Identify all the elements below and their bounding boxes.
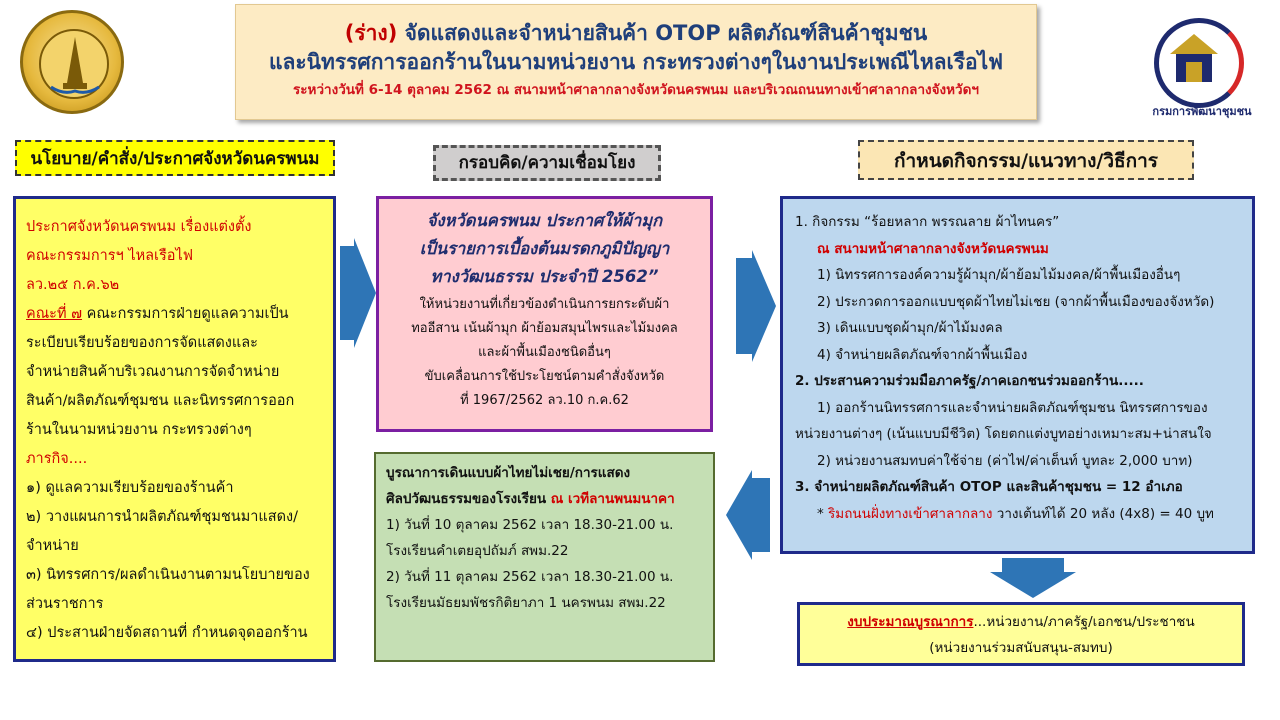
activity-box: 1. กิจกรรม “ร้อยหลาก พรรณลาย ผ้าไทนคร” ณ… bbox=[780, 196, 1255, 554]
activity-venue: ณ สนามหน้าศาลากลางจังหวัดนครพนม bbox=[817, 240, 1049, 257]
framework-detail: ให้หน่วยงานที่เกี่ยวข้องดำเนินการยกระดับ… bbox=[379, 293, 710, 413]
policy-line-text: คณะกรรมการฝ่ายดูแลความเป็น bbox=[82, 306, 289, 322]
title-banner: (ร่าง) จัดแสดงและจำหน่ายสินค้า OTOP ผลิต… bbox=[235, 4, 1037, 120]
framework-detail-line: ขับเคลื่อนการใช้ประโยชน์ตามคำสั่งจังหวัด bbox=[424, 369, 665, 384]
event-title: ศิลปวัฒนธรรมของโรงเรียน ณ เวทีลานพนมนาคา bbox=[386, 486, 703, 512]
activity-note: * ริมถนนฝั่งทางเข้าศาลากลาง วางเต้นท์ได้… bbox=[795, 501, 1242, 528]
budget-partners: ...หน่วยงาน/ภาครัฐ/เอกชน/ประชาชน bbox=[973, 614, 1195, 630]
framework-column-heading: กรอบคิด/ความเชื่อมโยง bbox=[433, 145, 661, 181]
cdd-logo: กรมการพัฒนาชุมชน bbox=[1140, 18, 1264, 118]
activity-sub-item-cont: หน่วยงานต่างๆ (เน้นแบบมีชีวิต) โดยตกแต่ง… bbox=[795, 426, 1212, 442]
activity-sub-item: 2) ประกวดการออกแบบชุดผ้าไทยไม่เชย (จากผ้… bbox=[817, 293, 1215, 310]
arrow-right-icon bbox=[736, 250, 776, 362]
event-title-text: ศิลปวัฒนธรรมของโรงเรียน bbox=[386, 491, 551, 507]
event-line: 1) วันที่ 10 ตุลาคม 2562 เวลา 18.30-21.0… bbox=[386, 517, 674, 533]
budget-line: งบประมาณบูรณาการ...หน่วยงาน/ภาครัฐ/เอกชน… bbox=[800, 609, 1242, 635]
arrow-left-icon bbox=[726, 470, 770, 560]
event-title: บูรณาการเดินแบบผ้าไทยไม่เชย/การแสดง bbox=[386, 465, 631, 481]
policy-line: ลว.๒๕ ก.ค.๖๒ bbox=[26, 277, 120, 293]
committee-number: คณะที่ ๗ bbox=[26, 306, 83, 322]
activity-item-1: 1. กิจกรรม “ร้อยหลาก พรรณลาย ผ้าไทนคร” bbox=[795, 214, 1060, 230]
event-line: โรงเรียนมัธยมพัชรกิติยาภา 1 นครพนม สพม.2… bbox=[386, 595, 666, 611]
policy-line: ๓) นิทรรศการ/ผลดำเนินงานตามนโยบายของ bbox=[26, 567, 310, 583]
activity-column-heading: กำหนดกิจกรรม/แนวทาง/วิธีการ bbox=[858, 140, 1194, 180]
policy-line: จำหน่ายสินค้าบริเวณงานการจัดจำหน่าย bbox=[26, 364, 280, 380]
note-star: * bbox=[817, 505, 829, 522]
activity-sub-item: 3) เดินแบบชุดผ้ามุก/ผ้าไม้มงคล bbox=[817, 320, 1003, 336]
house-icon bbox=[1170, 34, 1218, 82]
activity-sub-item: 2) หน่วยงานสมทบค่าใช้จ่าย (ค่าไฟ/ค่าเต็น… bbox=[817, 452, 1193, 469]
framework-headline: เป็นรายการเบื้องต้นมรดกภูมิปัญญา bbox=[419, 239, 670, 258]
framework-detail-line: ให้หน่วยงานที่เกี่ยวข้องดำเนินการยกระดับ… bbox=[419, 297, 670, 312]
policy-line: คณะกรรมการฯ ไหลเรือไฟ bbox=[26, 248, 194, 264]
note-text: วางเต้นท์ได้ 20 หลัง (4x8) = 40 บูท bbox=[992, 505, 1214, 522]
policy-line: ๔) ประสานฝ่ายจัดสถานที่ กำหนดจุดออกร้าน bbox=[26, 625, 308, 641]
framework-detail-line: ทออีสาน เน้นผ้ามุก ผ้าย้อมสมุนไพรและไม้ม… bbox=[411, 321, 678, 336]
activity-sub-item: 1) นิทรรศการองค์ความรู้ผ้ามุก/ผ้าย้อมไม้… bbox=[817, 267, 1181, 283]
framework-headline: จังหวัดนครพนม ประกาศให้ผ้ามุก bbox=[426, 211, 663, 230]
title-line-1: (ร่าง) จัดแสดงและจำหน่ายสินค้า OTOP ผลิต… bbox=[236, 19, 1036, 47]
policy-box: ประกาศจังหวัดนครพนม เรื่องแต่งตั้ง คณะกร… bbox=[13, 196, 336, 662]
mission-heading: ภารกิจ.... bbox=[26, 451, 88, 467]
title-text-1: จัดแสดงและจำหน่ายสินค้า OTOP ผลิตภัณฑ์สิ… bbox=[404, 21, 928, 45]
policy-line: สินค้า/ผลิตภัณฑ์ชุมชน และนิทรรศการออก bbox=[26, 393, 295, 409]
event-line: 2) วันที่ 11 ตุลาคม 2562 เวลา 18.30-21.0… bbox=[386, 569, 674, 585]
event-date-subtitle: ระหว่างวันที่ 6-14 ตุลาคม 2562 ณ สนามหน้… bbox=[293, 82, 979, 98]
arrow-right-icon bbox=[340, 238, 376, 348]
activity-sub-item: 4) จำหน่ายผลิตภัณฑ์จากผ้าพื้นเมือง bbox=[817, 346, 1028, 363]
framework-headline: ทางวัฒนธรรม ประจำปี 2562” bbox=[430, 267, 659, 286]
arrow-down-icon bbox=[990, 558, 1076, 598]
policy-line: ร้านในนามหน่วยงาน กระทรวงต่างๆ bbox=[26, 422, 252, 438]
policy-column-heading: นโยบาย/คำสั่ง/ประกาศจังหวัดนครพนม bbox=[15, 140, 335, 176]
policy-line: ๒) วางแผนการนำผลิตภัณฑ์ชุมชนมาแสดง/ bbox=[26, 509, 298, 525]
framework-box: จังหวัดนครพนม ประกาศให้ผ้ามุก เป็นรายการ… bbox=[376, 196, 713, 432]
event-venue: ณ เวทีลานพนมนาคา bbox=[550, 491, 675, 507]
activity-sub-item: 1) ออกร้านนิทรรศการและจำหน่ายผลิตภัณฑ์ชุ… bbox=[817, 399, 1208, 416]
policy-line: คณะที่ ๗ คณะกรรมการฝ่ายดูแลความเป็น bbox=[26, 300, 323, 329]
activity-item-2: 2. ประสานความร่วมมือภาครัฐ/ภาคเอกชนร่วมอ… bbox=[795, 373, 1144, 389]
stupa-icon bbox=[50, 37, 100, 94]
policy-line: จำหน่าย bbox=[26, 538, 79, 554]
policy-line: ส่วนราชการ bbox=[26, 596, 104, 612]
provincial-seal-logo bbox=[20, 10, 124, 114]
budget-note: (หน่วยงานร่วมสนับสนุน-สมทบ) bbox=[929, 640, 1113, 656]
framework-detail-line: และผ้าพื้นเมืองชนิดอื่นๆ bbox=[478, 345, 611, 360]
draft-label: (ร่าง) bbox=[344, 21, 398, 45]
policy-line: ๑) ดูแลความเรียบร้อยของร้านค้า bbox=[26, 480, 234, 496]
note-location: ริมถนนฝั่งทางเข้าศาลากลาง bbox=[828, 505, 993, 522]
activity-item-3: 3. จำหน่ายผลิตภัณฑ์สินค้า OTOP และสินค้า… bbox=[795, 479, 1183, 495]
framework-detail-line: ที่ 1967/2562 ลว.10 ก.ค.62 bbox=[460, 393, 629, 408]
policy-line: ประกาศจังหวัดนครพนม เรื่องแต่งตั้ง bbox=[26, 219, 252, 235]
school-event-box: บูรณาการเดินแบบผ้าไทยไม่เชย/การแสดง ศิลป… bbox=[374, 452, 715, 662]
event-line: โรงเรียนคำเตยอุปถัมภ์ สพม.22 bbox=[386, 543, 569, 559]
policy-line: ระเบียบเรียบร้อยของการจัดแสดงและ bbox=[26, 335, 258, 351]
cdd-caption: กรมการพัฒนาชุมชน bbox=[1152, 105, 1252, 118]
budget-label: งบประมาณบูรณาการ bbox=[847, 614, 974, 630]
budget-box: งบประมาณบูรณาการ...หน่วยงาน/ภาครัฐ/เอกชน… bbox=[797, 602, 1245, 666]
title-line-2: และนิทรรศการออกร้านในนามหน่วยงาน กระทรวง… bbox=[268, 50, 1004, 74]
